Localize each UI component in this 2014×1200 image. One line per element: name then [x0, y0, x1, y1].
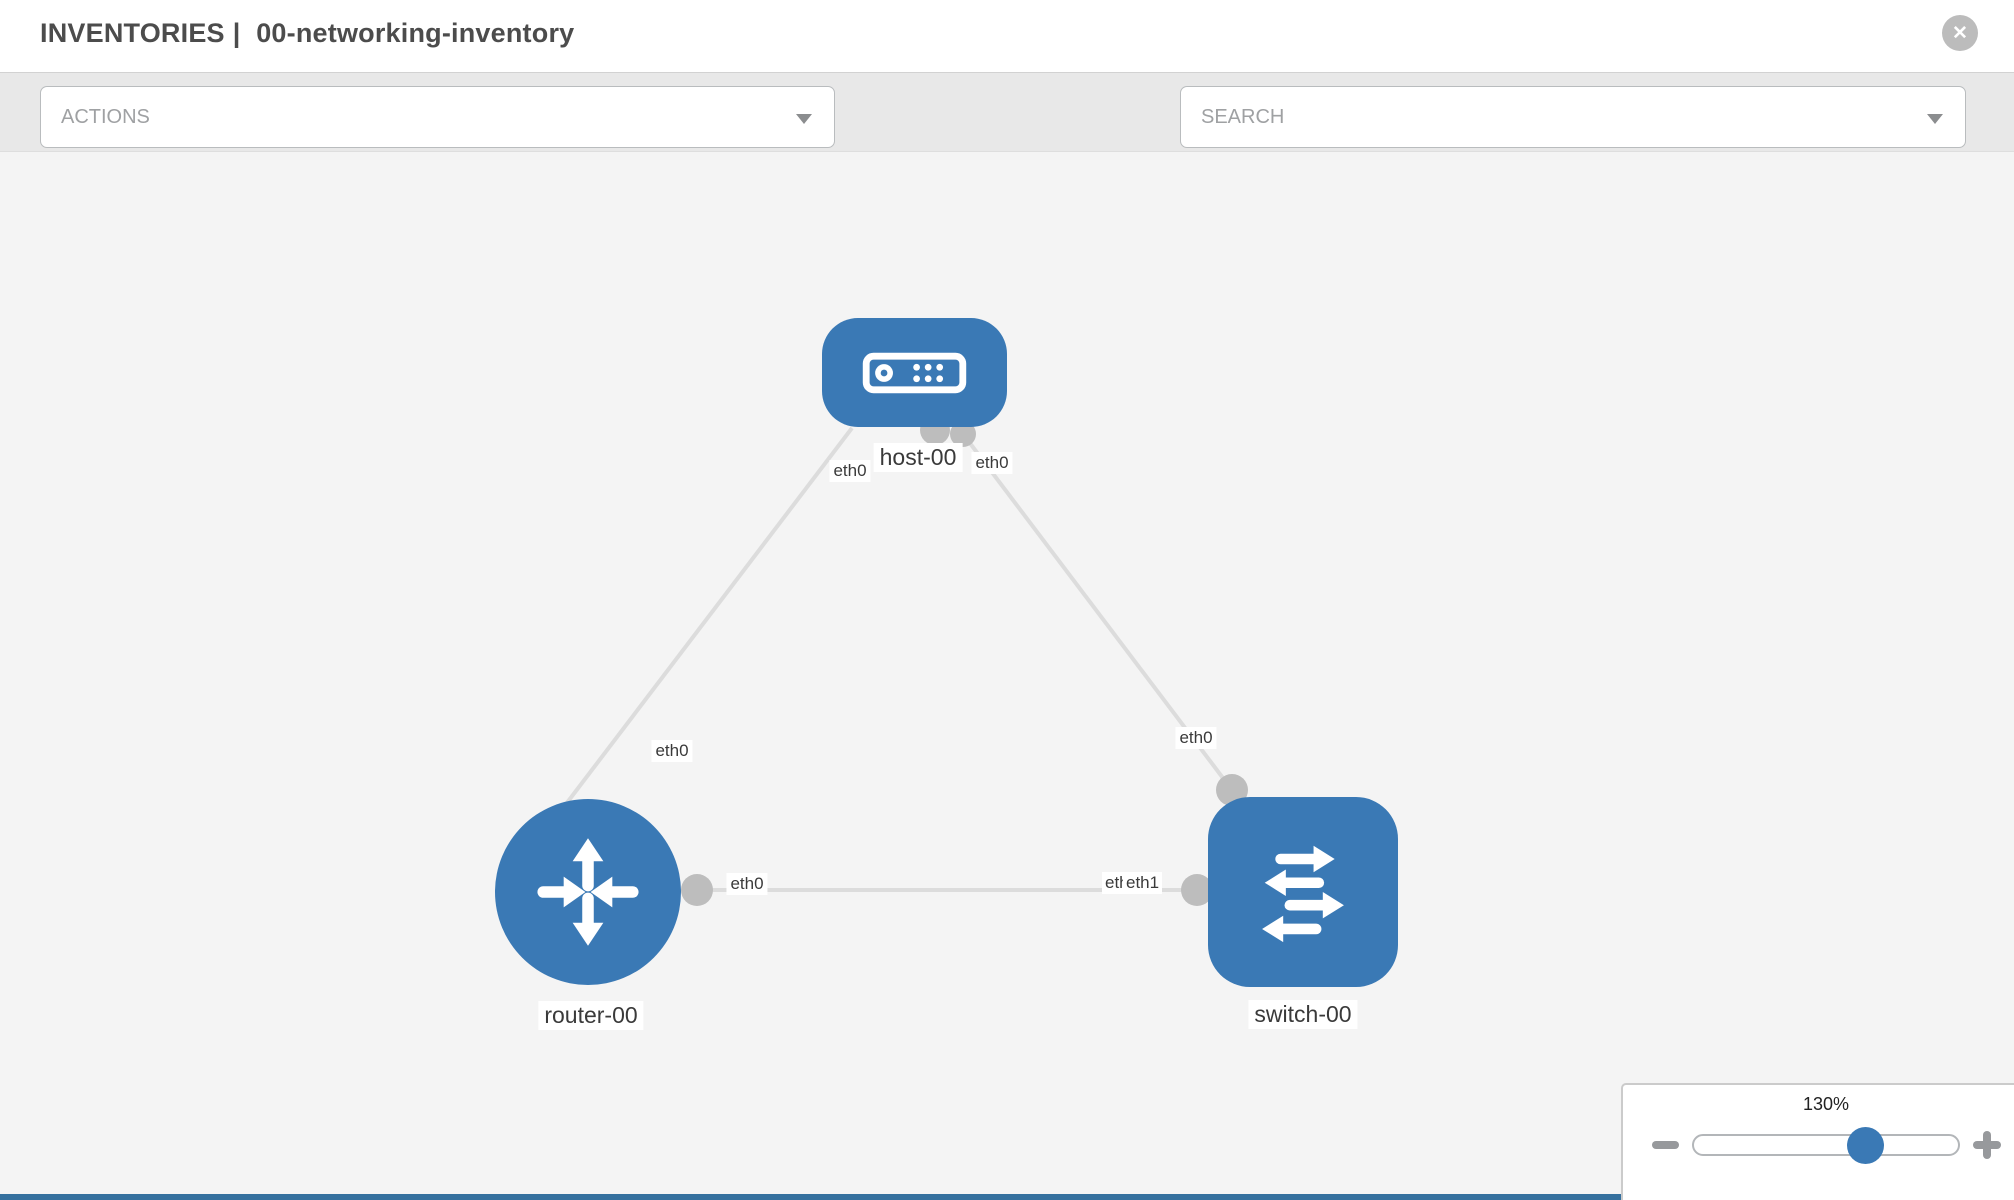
- topology-edges-layer: [561, 415, 1248, 906]
- search-placeholder: SEARCH: [1201, 105, 1285, 128]
- zoom-in-icon[interactable]: [1973, 1131, 2001, 1159]
- actions-dropdown-label: ACTIONS: [61, 105, 150, 128]
- node-label-host: host-00: [873, 443, 963, 472]
- port-dot-switch-left: [1181, 874, 1213, 906]
- node-router-00[interactable]: [495, 799, 681, 985]
- node-host-00[interactable]: [822, 318, 1007, 427]
- page-title-section: INVENTORIES: [40, 18, 225, 48]
- node-label-switch: switch-00: [1248, 1000, 1358, 1029]
- port-label-switch-left-group: eth0 eth1: [1102, 872, 1182, 896]
- zoom-control-panel: 130%: [1621, 1083, 2014, 1200]
- actions-dropdown[interactable]: ACTIONS: [40, 86, 835, 148]
- close-icon: ✕: [1952, 22, 1968, 44]
- port-label-host-left: eth0: [829, 460, 871, 482]
- chevron-down-icon: [796, 114, 812, 124]
- port-label-router-right: eth0: [726, 873, 768, 895]
- zoom-out-icon[interactable]: [1652, 1141, 1679, 1149]
- page-title: INVENTORIES| 00-networking-inventory: [40, 18, 582, 49]
- chevron-down-icon: [1927, 114, 1943, 124]
- edge-host-router: [561, 426, 854, 810]
- port-label-router-uplink: eth0: [651, 740, 693, 762]
- server-icon: [862, 352, 967, 393]
- footer-accent-bar: [0, 1194, 1621, 1200]
- page-title-inventory-name: 00-networking-inventory: [256, 18, 575, 48]
- port-label-host-right: eth0: [971, 452, 1013, 474]
- toolbar: ACTIONS SEARCH: [0, 72, 2014, 206]
- node-switch-00[interactable]: [1208, 797, 1398, 987]
- zoom-level-label: 130%: [1802, 1094, 1850, 1114]
- port-dot-router-right: [681, 874, 713, 906]
- node-label-router: router-00: [538, 1001, 644, 1030]
- switch-arrows-icon: [1262, 845, 1344, 943]
- page-title-separator: |: [232, 18, 241, 48]
- router-arrows-icon: [537, 838, 639, 946]
- port-label-switch-left-eth1: eth1: [1123, 872, 1163, 894]
- port-label-switch-uplink: eth0: [1175, 727, 1217, 749]
- search-dropdown[interactable]: SEARCH: [1180, 86, 1966, 148]
- topology-canvas[interactable]: host-00 router-00 switch-00 eth0 eth0 et…: [0, 152, 2014, 1200]
- close-button[interactable]: ✕: [1942, 15, 1978, 51]
- zoom-slider-track[interactable]: [1692, 1134, 1960, 1156]
- port-dot-host-right: [950, 421, 976, 447]
- title-bar: INVENTORIES| 00-networking-inventory ✕: [0, 0, 2014, 72]
- zoom-slider-handle[interactable]: [1847, 1127, 1884, 1164]
